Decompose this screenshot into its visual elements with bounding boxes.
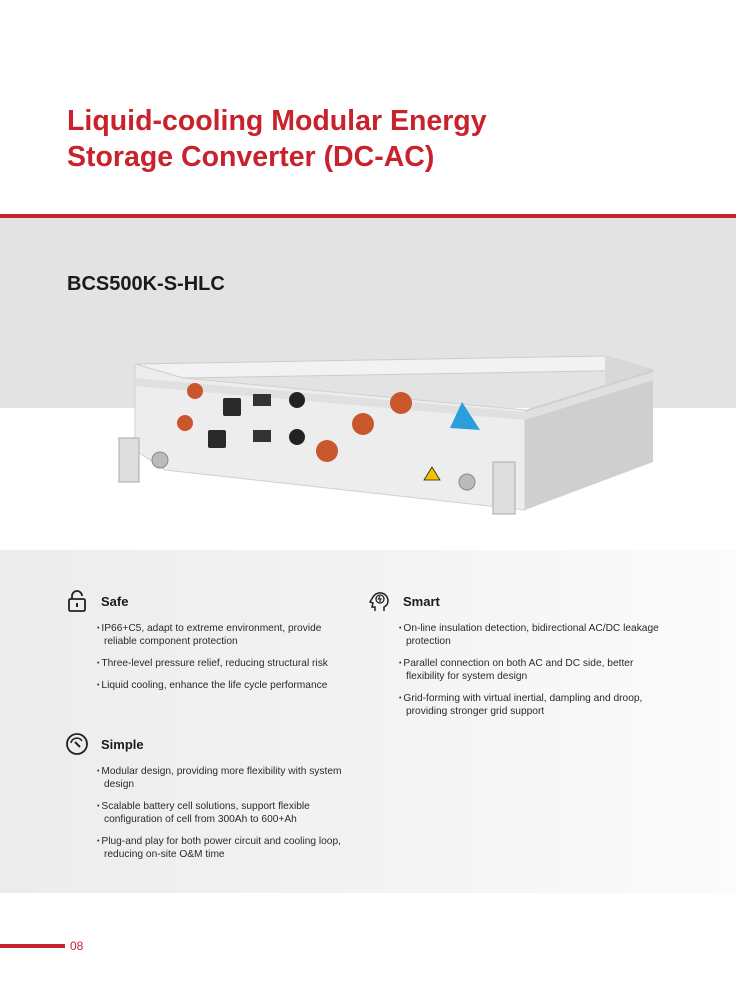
page-number: 08 [70,939,84,953]
title-line-1: Liquid-cooling Modular Energy [67,105,487,137]
feature-safe: Safe IP66+C5, adapt to extreme environme… [65,588,355,701]
feature-item: Scalable battery cell solutions, support… [97,800,355,826]
model-name: BCS500K-S-HLC [67,273,225,295]
feature-item: On-line insulation detection, bidirectio… [399,622,667,648]
page-title: Liquid-cooling Modular Energy Storage Co… [67,103,487,175]
feature-item: Parallel connection on both AC and DC si… [399,657,667,683]
header-divider [0,214,736,218]
feature-item: Plug-and play for both power circuit and… [97,835,355,861]
feature-simple: Simple Modular design, providing more fl… [65,731,355,870]
feature-item: Three-level pressure relief, reducing st… [97,657,355,670]
feature-item: Modular design, providing more flexibili… [97,765,355,791]
feature-title: Simple [101,736,144,752]
feature-title: Smart [403,593,440,609]
feature-item: IP66+C5, adapt to extreme environment, p… [97,622,355,648]
feature-item: Liquid cooling, enhance the life cycle p… [97,679,355,692]
brain-head-icon [368,592,389,611]
lock-icon [68,590,86,612]
feature-smart: Smart On-line insulation detection, bidi… [367,588,667,727]
feature-title: Safe [101,593,129,609]
footer-accent-line [0,944,65,948]
gauge-icon [66,733,88,755]
title-line-2: Storage Converter (DC-AC) [67,141,435,173]
product-image [118,355,654,515]
feature-item: Grid-forming with virtual inertial, damp… [399,692,667,718]
